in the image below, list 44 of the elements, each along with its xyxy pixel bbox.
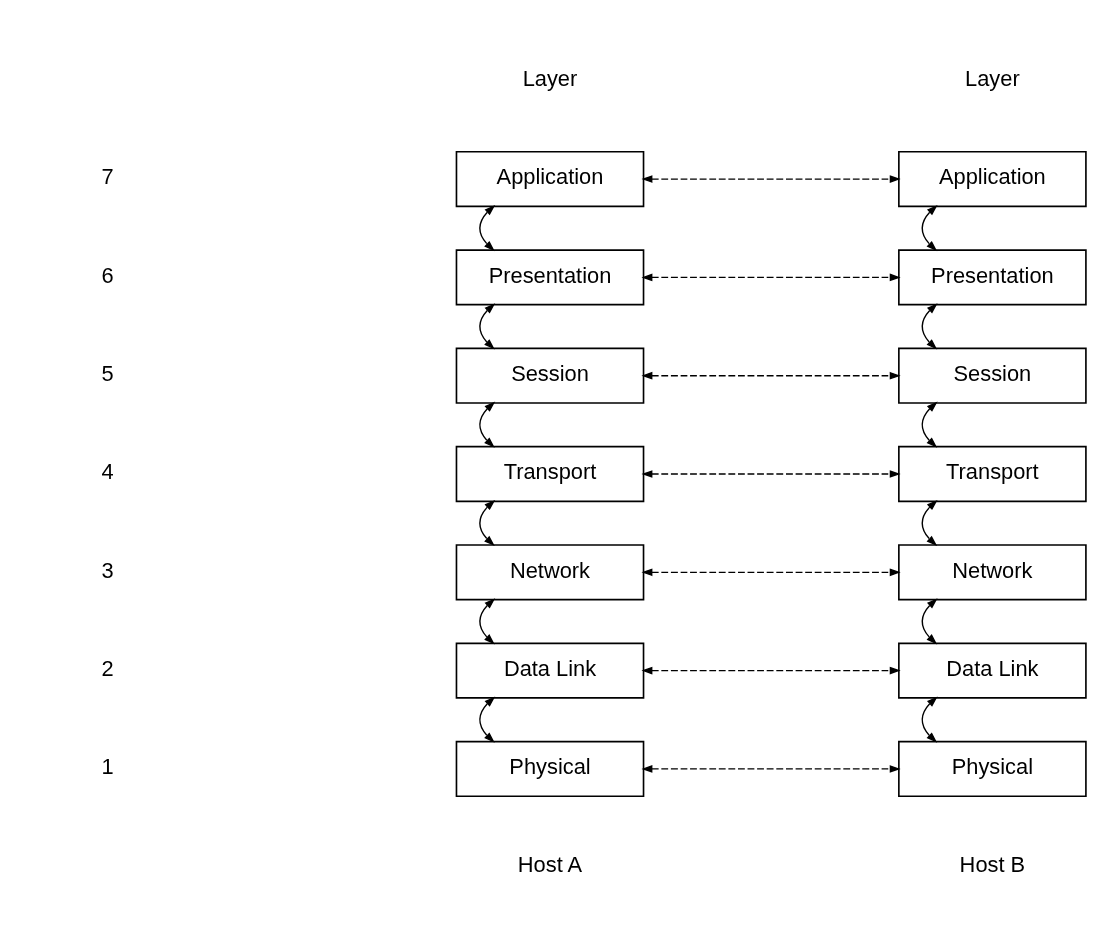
arrow bbox=[641, 273, 901, 281]
arrow bbox=[479, 597, 496, 644]
node-box: Application bbox=[455, 150, 645, 207]
arrow bbox=[921, 696, 938, 743]
label: 3 bbox=[101, 557, 114, 582]
node-box: Presentation bbox=[455, 248, 645, 305]
arrow bbox=[921, 499, 938, 546]
node-box: Session bbox=[898, 347, 1087, 404]
arrow bbox=[641, 666, 901, 674]
arrow bbox=[921, 302, 938, 349]
label: 6 bbox=[101, 262, 114, 288]
node-box: Transport bbox=[455, 445, 645, 502]
arrow bbox=[641, 174, 901, 183]
label: Layer bbox=[522, 65, 578, 91]
arrow bbox=[479, 204, 496, 251]
label: 4 bbox=[101, 458, 114, 484]
node-box: Network bbox=[898, 543, 1087, 600]
node-box: Network bbox=[455, 543, 645, 600]
arrow bbox=[641, 567, 901, 576]
label: Host B bbox=[959, 851, 1026, 877]
arrow bbox=[921, 401, 938, 448]
arrow bbox=[641, 469, 901, 478]
node-box: Data Link bbox=[898, 642, 1087, 699]
label: 1 bbox=[101, 753, 114, 779]
arrow bbox=[641, 764, 901, 773]
arrow bbox=[921, 597, 938, 644]
node-box: Physical bbox=[898, 740, 1087, 797]
label: 7 bbox=[101, 163, 114, 189]
node-box: Application bbox=[898, 150, 1087, 207]
label: Host A bbox=[517, 851, 583, 877]
node-box: Transport bbox=[898, 445, 1087, 502]
arrow bbox=[479, 401, 496, 448]
arrow bbox=[641, 371, 901, 380]
node-box: Presentation bbox=[898, 248, 1087, 305]
label: 5 bbox=[101, 360, 114, 386]
node-box: Physical bbox=[455, 740, 645, 797]
arrow bbox=[479, 499, 496, 546]
arrow bbox=[921, 204, 938, 251]
arrow bbox=[479, 696, 496, 743]
label: Layer bbox=[965, 65, 1020, 91]
arrow bbox=[479, 302, 496, 349]
label: 2 bbox=[101, 655, 114, 681]
node-box: Session bbox=[455, 347, 645, 404]
node-box: Data Link bbox=[455, 642, 645, 699]
